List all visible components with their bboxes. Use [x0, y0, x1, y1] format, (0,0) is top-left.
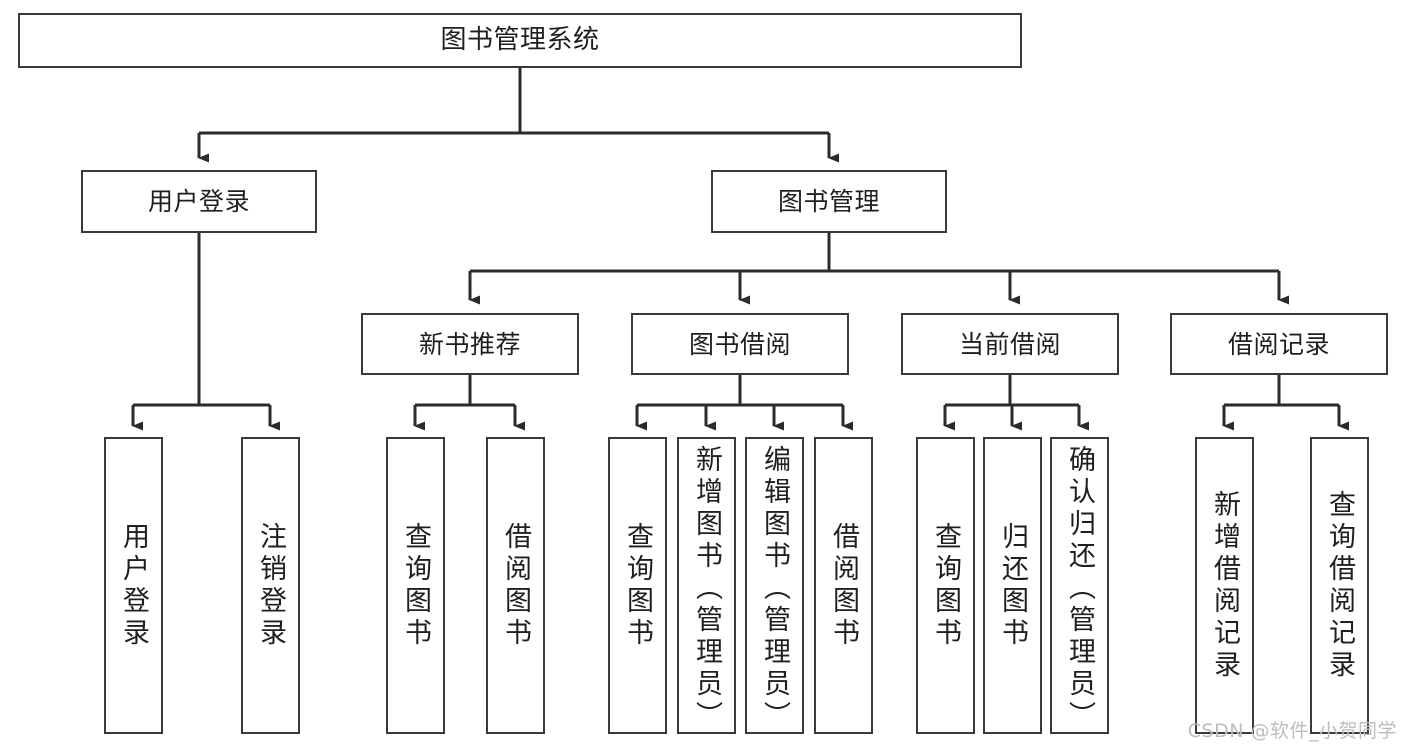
node-user-login[interactable]: 用户登录	[81, 170, 317, 233]
node-label: 查询借阅记录	[1324, 489, 1355, 682]
node-leaf-confirm-return-admin[interactable]: 确认归还（管理员）	[1050, 437, 1109, 734]
node-label: 新书推荐	[418, 329, 521, 359]
node-label: 借阅记录	[1227, 329, 1330, 359]
node-leaf-borrow-book-recommend[interactable]: 借阅图书	[486, 437, 545, 734]
node-book-management[interactable]: 图书管理	[711, 170, 947, 233]
node-label: 编辑图书（管理员）	[759, 445, 790, 733]
watermark-text: CSDN @软件_小贺同学	[1187, 720, 1397, 742]
node-label: 注销登录	[255, 521, 286, 650]
node-label: 图书管理系统	[440, 25, 600, 56]
node-label: 借阅图书	[828, 521, 859, 650]
node-borrow-record[interactable]: 借阅记录	[1170, 313, 1388, 375]
node-leaf-borrow-book[interactable]: 借阅图书	[814, 437, 873, 734]
node-label: 确认归还（管理员）	[1064, 445, 1095, 733]
node-book-borrow[interactable]: 图书借阅	[631, 313, 849, 375]
node-new-book-recommend[interactable]: 新书推荐	[361, 313, 579, 375]
node-label: 图书借阅	[688, 329, 791, 359]
node-current-borrow[interactable]: 当前借阅	[901, 313, 1119, 375]
node-leaf-query-borrow-record[interactable]: 查询借阅记录	[1310, 437, 1369, 734]
node-label: 当前借阅	[958, 329, 1061, 359]
node-leaf-add-book-admin[interactable]: 新增图书（管理员）	[677, 437, 736, 734]
node-leaf-add-borrow-record[interactable]: 新增借阅记录	[1195, 437, 1254, 734]
node-label: 新增图书（管理员）	[691, 445, 722, 733]
node-label: 查询图书	[622, 521, 653, 650]
node-label: 图书管理	[777, 187, 880, 216]
node-leaf-query-book-borrow[interactable]: 查询图书	[608, 437, 667, 734]
node-label: 归还图书	[997, 521, 1028, 650]
node-label: 用户登录	[118, 521, 149, 650]
node-leaf-query-book-current[interactable]: 查询图书	[916, 437, 975, 734]
node-leaf-query-book-recommend[interactable]: 查询图书	[386, 437, 445, 734]
node-leaf-user-login[interactable]: 用户登录	[104, 437, 163, 734]
node-leaf-logout[interactable]: 注销登录	[241, 437, 300, 734]
node-root-system[interactable]: 图书管理系统	[18, 13, 1022, 68]
node-label: 新增借阅记录	[1209, 489, 1240, 682]
node-leaf-edit-book-admin[interactable]: 编辑图书（管理员）	[745, 437, 804, 734]
node-label: 查询图书	[930, 521, 961, 650]
node-leaf-return-book[interactable]: 归还图书	[983, 437, 1042, 734]
node-label: 查询图书	[400, 521, 431, 650]
node-label: 用户登录	[147, 187, 250, 216]
node-label: 借阅图书	[500, 521, 531, 650]
